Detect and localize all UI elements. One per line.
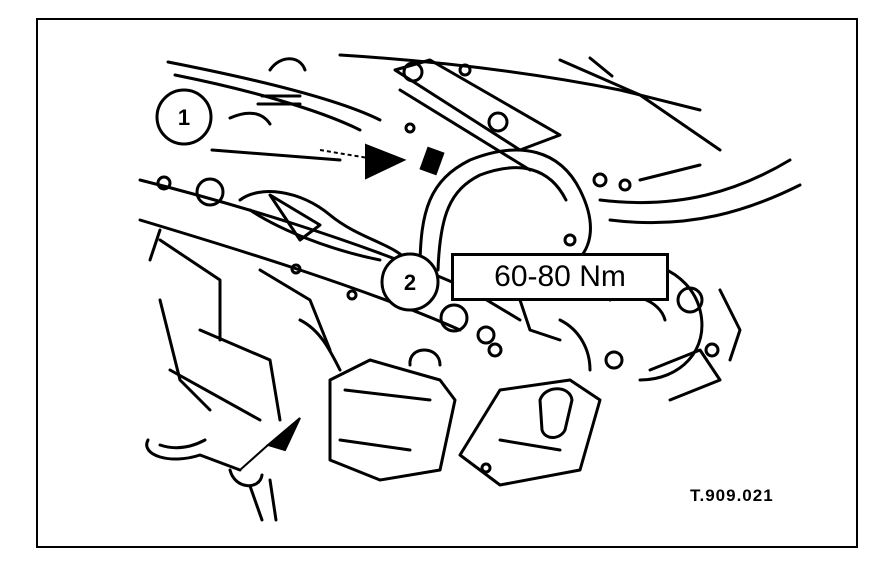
arrow-1-icon	[365, 143, 407, 180]
callout-circle-1	[155, 88, 213, 146]
callout-circle-2	[380, 252, 440, 312]
engine-mount-block	[328, 358, 457, 482]
callout-number-1: 1	[178, 105, 190, 130]
leader-line-1	[319, 149, 369, 159]
lower-mount-bracket	[458, 378, 602, 487]
body-panel-outline	[166, 60, 382, 122]
torque-spec-label: 60-80 Nm	[451, 253, 669, 301]
subframe	[138, 178, 522, 322]
figure-reference: T.909.021	[690, 486, 774, 505]
arrow-2-icon	[265, 417, 301, 452]
coolant-hose	[418, 148, 592, 272]
callout-number-2: 2	[404, 270, 416, 295]
